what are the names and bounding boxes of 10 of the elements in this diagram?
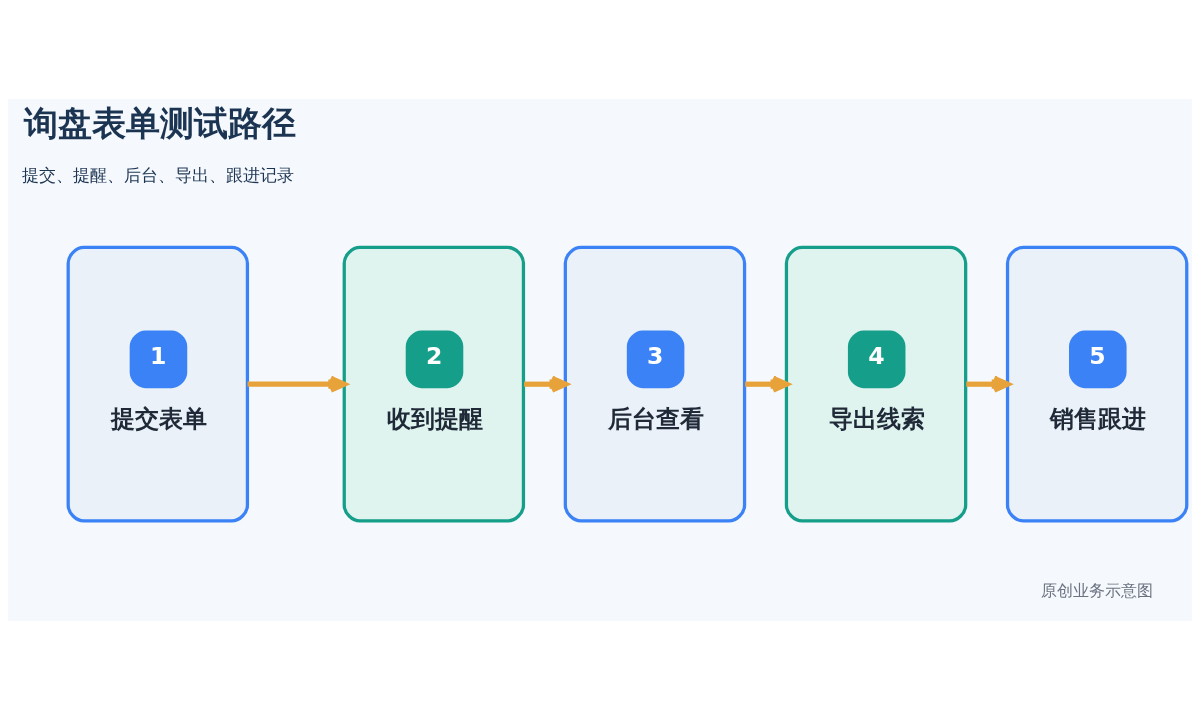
node-box: 1 提交表单 — [66, 245, 250, 523]
label: 原创业务示意图 — [1041, 581, 1154, 601]
arrow — [745, 375, 790, 393]
node-box: 4 导出线索 — [784, 245, 968, 523]
diagram-title: 询盘表单测试路径 — [23, 103, 296, 144]
node-box: 3 后台查看 — [563, 245, 747, 523]
node-box: 2 收到提醒 — [342, 245, 526, 523]
label: 提交、提醒、后台、导出、跟进记录 — [21, 164, 294, 185]
arrow — [966, 375, 1011, 393]
node-box: 5 销售跟进 — [1005, 245, 1189, 523]
